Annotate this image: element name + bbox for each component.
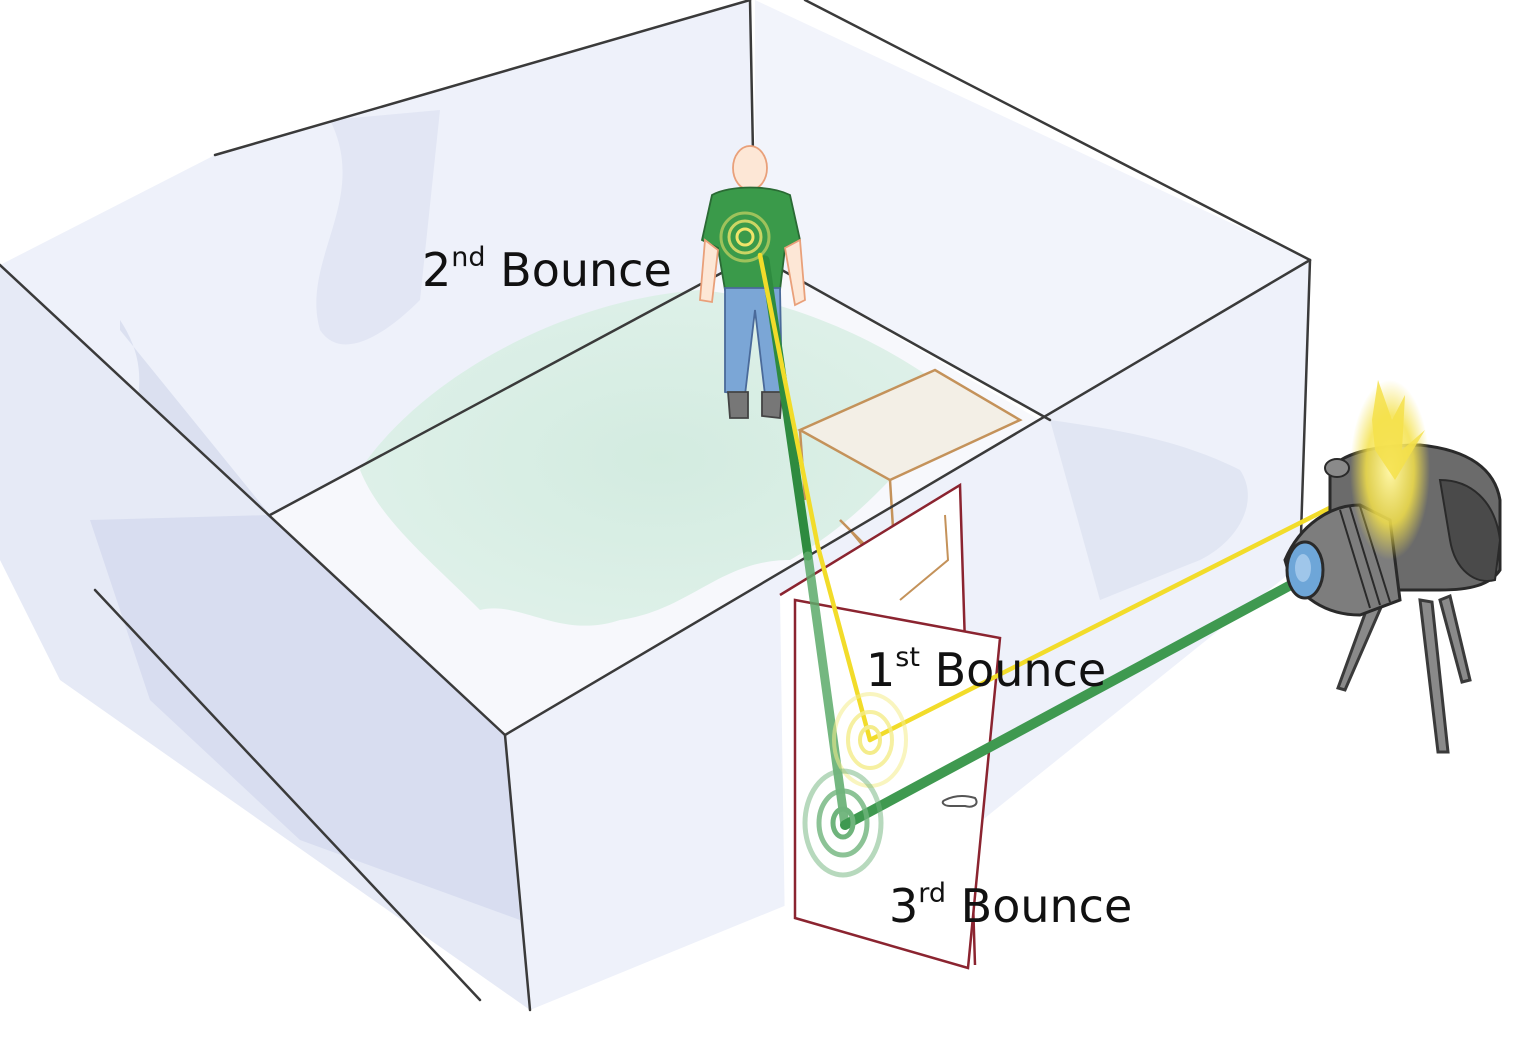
label-number: 2 [422,243,452,297]
second-bounce-label: 2nd Bounce [422,244,672,293]
yellow-beam [757,252,821,550]
label-text: Bounce [960,879,1133,933]
first-bounce-label: 1st Bounce [866,644,1106,693]
third-bounce-label: 3rd Bounce [889,880,1132,929]
camera-icon [1283,380,1502,754]
person-figure [699,145,806,419]
bounce-rings [719,211,771,263]
light-paths [757,252,1388,830]
front-left-wall-shadow [90,515,520,920]
label-text: Bounce [934,643,1107,697]
label-ordinal: nd [451,241,486,273]
bounce-rings [802,768,884,878]
yellow-beam [815,544,873,743]
yellow-beam [867,477,1388,743]
green-beam [803,551,850,830]
green-beam [840,575,1305,830]
label-ordinal: rd [918,877,947,909]
room-outline [0,0,1312,1012]
label-ordinal: st [895,641,920,673]
wall-shadow [1050,420,1248,600]
label-number: 3 [889,879,919,933]
room [0,0,1312,1012]
wall-shadow [316,110,440,345]
door-handle [941,794,978,808]
back-right-wall [755,0,1310,420]
label-text: Bounce [500,243,672,297]
label-number: 1 [866,643,896,697]
